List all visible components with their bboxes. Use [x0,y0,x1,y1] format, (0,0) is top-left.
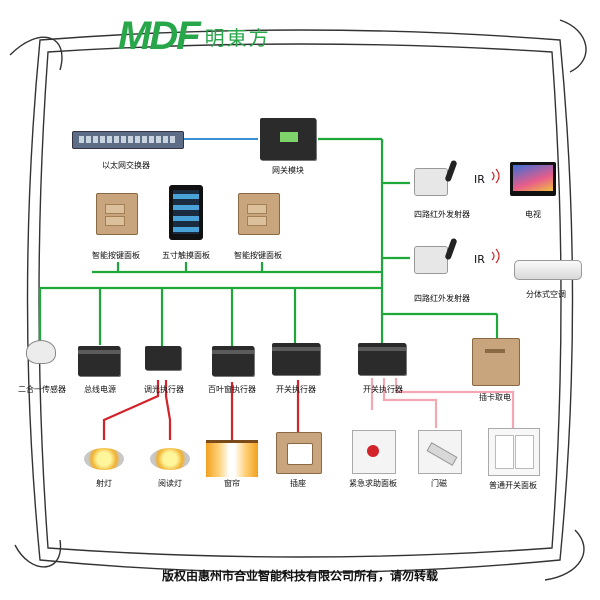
ethernet-switch-device [72,131,184,149]
switch-actuator-2-device [358,343,406,375]
load-wires [104,380,298,440]
socket-label: 插座 [290,478,306,489]
key-panel-right-device [238,193,280,235]
gateway-label: 网关模块 [272,165,304,176]
normal-switch-label: 普通开关面板 [489,480,537,491]
sensor-label: 二合一传感器 [18,384,66,395]
gateway-device [260,118,316,160]
door-magnet-device [418,430,462,474]
ir-symbol-1: IR [474,173,485,186]
emergency-button-device [352,430,396,474]
aircon-device [514,260,582,280]
dimmer-label: 调光执行器 [144,384,184,395]
curtain-icon [206,440,258,477]
curtain-actuator-device [212,346,254,376]
key-panel-left-device [96,193,138,235]
curtain-label: 窗帘 [224,478,240,489]
switch-actuator-2-label: 开关执行器 [363,384,403,395]
dimmer-device [145,346,181,370]
spotlight-label: 射灯 [96,478,112,489]
reading-lamp-icon [150,448,190,470]
normal-switch-device [488,428,540,476]
ir-emitter-b-label: 四路红外发射器 [414,293,470,304]
ir-symbol-2: IR [474,253,485,266]
ir-waves [492,169,499,263]
tv-device [510,162,556,196]
ethernet-switch-label: 以太网交换器 [102,160,150,171]
key-panel-right-label: 智能按键面板 [234,250,282,261]
logo-mark: MDF [118,14,199,59]
spotlight-icon [84,448,124,470]
switch-actuator-1-label: 开关执行器 [276,384,316,395]
copyright-notice: 版权由惠州市合业智能科技有限公司所有，请勿转载 [0,567,600,584]
card-switch-label: 插卡取电 [479,392,511,403]
touch-panel-label: 五寸触摸面板 [162,250,210,261]
emergency-button-label: 紧急求助面板 [349,478,397,489]
socket-device [276,432,322,474]
ir-emitter-a-label: 四路红外发射器 [414,209,470,220]
curtain-actuator-label: 百叶窗执行器 [208,384,256,395]
reading-lamp-label: 阅读灯 [158,478,182,489]
logo-chinese-name: 明東方 [205,22,271,51]
door-magnet-label: 门磁 [431,478,447,489]
touch-panel-device [169,185,203,240]
bus-power-label: 总线电源 [84,384,116,395]
card-switch-device [472,338,520,386]
tv-label: 电视 [525,209,541,220]
aircon-label: 分体式空调 [526,289,566,300]
brand-logo: MDF 明東方 [118,14,271,59]
bus-power-device [78,346,120,376]
decorative-frame [10,20,586,580]
switch-actuator-1-device [272,343,320,375]
ir-emitter-a-device [414,168,448,196]
ir-emitter-b-device [414,246,448,274]
key-panel-left-label: 智能按键面板 [92,250,140,261]
sensor-device [26,340,56,364]
